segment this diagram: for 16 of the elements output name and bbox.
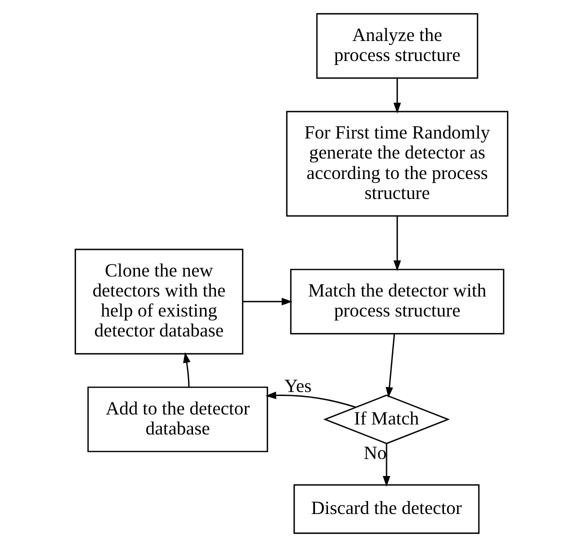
node-box: Match the detector with process structure xyxy=(290,268,504,334)
node-box: Add to the detector database xyxy=(86,386,268,452)
node-diamond: If Match xyxy=(322,394,450,444)
arrow xyxy=(385,334,395,398)
edge-label: Yes xyxy=(284,376,312,398)
arrow xyxy=(392,216,400,272)
node-box: For First time Randomly generate the detector as according to the process structure xyxy=(286,110,508,217)
edge-label: No xyxy=(363,442,386,464)
arrow xyxy=(182,352,190,388)
arrow xyxy=(382,444,390,487)
node-box: Analyze the process structure xyxy=(316,13,478,79)
arrow xyxy=(242,298,292,306)
arrow xyxy=(392,78,400,114)
node-box: Discard the detector xyxy=(293,484,480,534)
node-box: Clone the new detectors with the help of existing detector database xyxy=(74,248,243,354)
arrow xyxy=(264,392,356,408)
